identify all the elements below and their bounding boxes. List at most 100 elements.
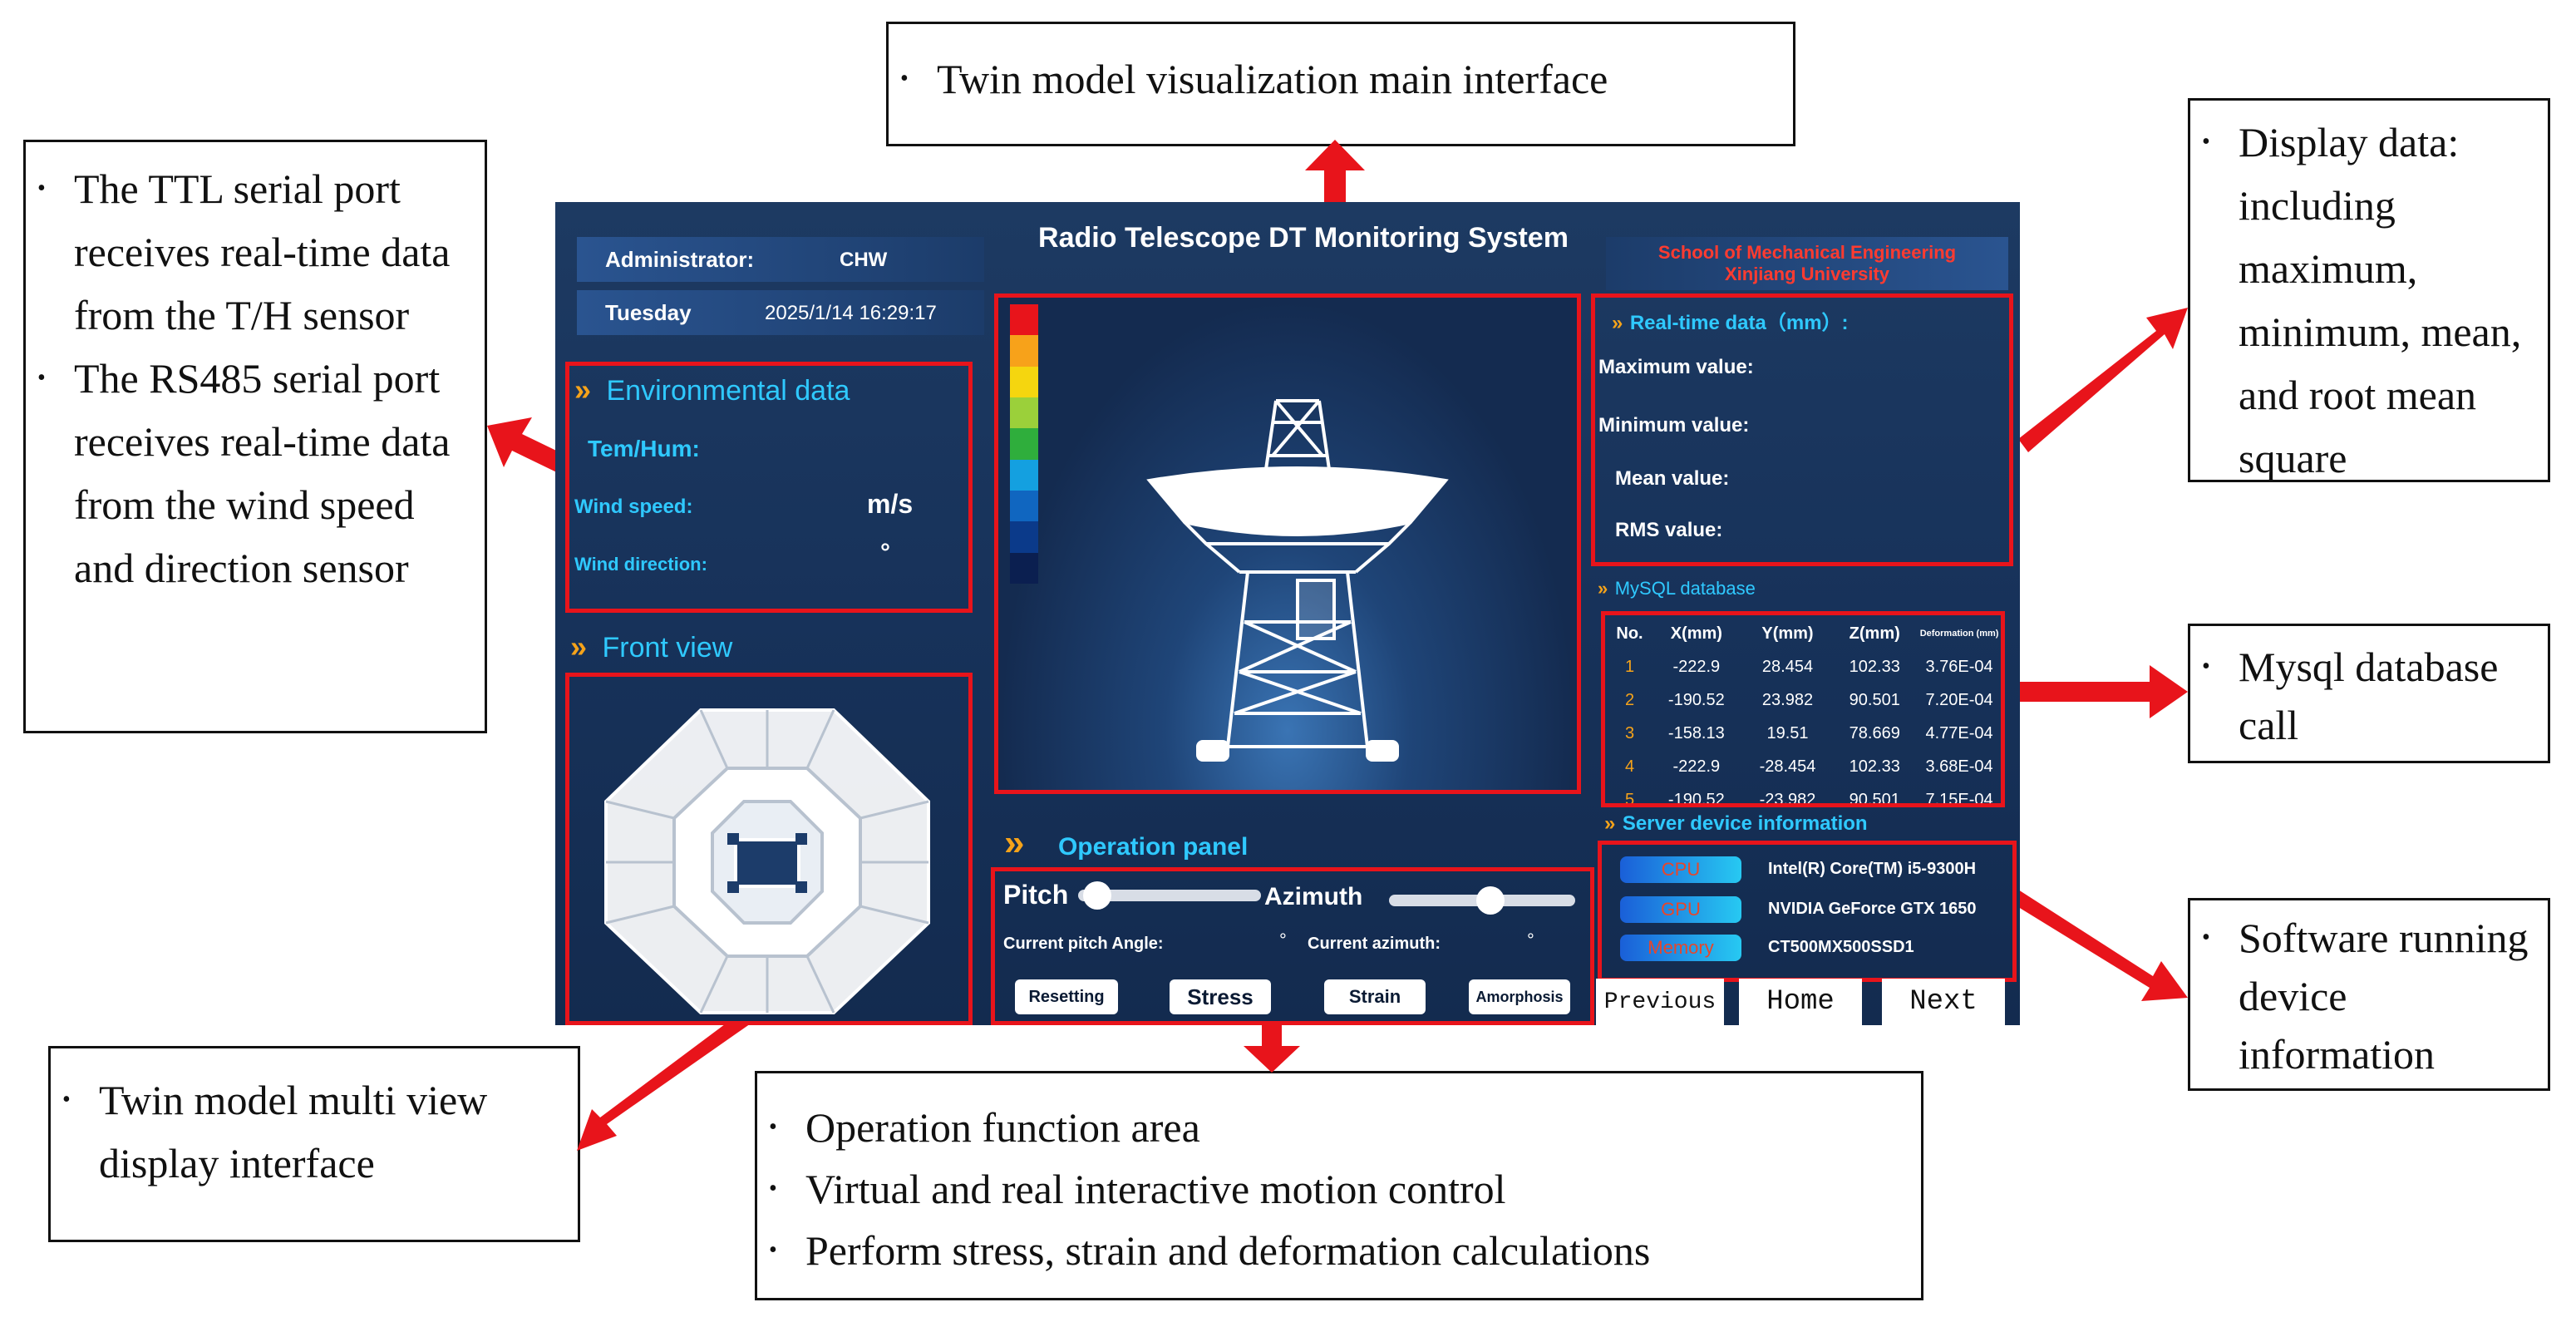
table-cell: 23.982 [1761, 690, 1814, 709]
system-title: Radio Telescope DT Monitoring System [1038, 222, 1569, 254]
mysql-table: No. X(mm) Y(mm) Z(mm) Deformation (mm) 1… [1608, 617, 2001, 807]
school-line1: School of Mechanical Engineering [1657, 242, 1957, 263]
chevron-double-right-icon: » [1598, 578, 1608, 599]
table-cell: 4.77E-04 [1925, 723, 1993, 742]
legend-color-swatch [1010, 335, 1038, 367]
table-cell: 90.501 [1849, 690, 1900, 709]
legend-color-swatch [1010, 397, 1038, 429]
amorphosis-button[interactable]: Amorphosis [1469, 979, 1570, 1014]
wind-direction-label: Wind direction: [574, 554, 707, 575]
table-cell: 7.20E-04 [1925, 690, 1993, 709]
col-no: No. [1616, 624, 1643, 643]
wind-speed-label: Wind speed: [574, 496, 693, 518]
legend-color-swatch [1010, 521, 1038, 553]
table-cell: 3.76E-04 [1925, 657, 1993, 676]
server-title: Server device information [1622, 812, 1868, 835]
current-pitch-label: Current pitch Angle: [1003, 935, 1164, 953]
env-title: Environmental data [606, 375, 850, 407]
admin-label: Administrator: [605, 247, 755, 272]
gpu-badge: GPU [1620, 896, 1741, 923]
azimuth-slider[interactable] [1389, 886, 1575, 915]
arrow-display [2018, 308, 2188, 452]
mysql-header-row: No. X(mm) Y(mm) Z(mm) Deformation (mm) [1608, 617, 2001, 650]
mysql-title: MySQL database [1614, 578, 1756, 599]
callout-operation-1: Operation function area [757, 1097, 1921, 1158]
stress-button[interactable]: Stress [1170, 979, 1271, 1014]
callout-operation-2: Virtual and real interactive motion cont… [757, 1158, 1921, 1220]
legend-color-swatch [1010, 366, 1038, 397]
col-z: Z(mm) [1849, 624, 1900, 643]
arrow-operation [1244, 1023, 1300, 1073]
legend-color-swatch [1010, 459, 1038, 491]
legend-color-swatch [1010, 490, 1038, 522]
row-number: 3 [1624, 723, 1635, 742]
callout-operation: Operation function area Virtual and real… [755, 1071, 1923, 1300]
pitch-label: Pitch [1003, 880, 1069, 910]
datetime-label: 2025/1/14 16:29:17 [765, 302, 937, 324]
server-header: » Server device information [1604, 812, 1868, 836]
arrow-mysql [2018, 665, 2188, 718]
dish-front-view-drawing [604, 708, 930, 1014]
col-y: Y(mm) [1761, 624, 1814, 643]
mean-value-label: Mean value: [1615, 467, 1730, 490]
realtime-header: » Real-time data（mm）: [1612, 306, 1849, 335]
max-value-label: Maximum value: [1598, 356, 1754, 378]
col-x: X(mm) [1670, 624, 1722, 643]
previous-button[interactable]: Previous [1596, 979, 1724, 1025]
cpu-value: Intel(R) Core(TM) i5-9300H [1768, 860, 1977, 878]
callout-mysql-text: Mysql database call [2190, 638, 2548, 754]
pitch-slider[interactable] [1078, 881, 1261, 910]
table-cell: 78.669 [1849, 723, 1900, 742]
operation-panel: Pitch Azimuth Current pitch Angle: ° Cur… [991, 867, 1594, 1025]
school-banner: School of Mechanical Engineering Xinjian… [1606, 237, 2008, 290]
azimuth-slider-thumb[interactable] [1475, 886, 1505, 915]
tem-hum-label: Tem/Hum: [588, 436, 700, 461]
server-info-panel: CPU Intel(R) Core(TM) i5-9300H GPU NVIDI… [1598, 841, 2017, 982]
rms-value-label: RMS value: [1615, 519, 1723, 541]
callout-multiview-text: Twin model multi view display interface [51, 1068, 569, 1195]
env-header: » Environmental data [574, 372, 850, 407]
gpu-value: NVIDIA GeForce GTX 1650 [1768, 900, 1977, 918]
date-bar: Tuesday 2025/1/14 16:29:17 [577, 290, 984, 335]
callout-software: Software running device information [2188, 898, 2550, 1091]
chevron-double-right-icon: » [570, 629, 588, 663]
table-cell: 7.15E-04 [1925, 790, 1993, 807]
environmental-panel: » Environmental data Tem/Hum: Wind speed… [565, 362, 973, 613]
admin-name: CHW [840, 249, 888, 271]
callout-sensor-rs485: The RS485 serial port receives real-time… [26, 347, 476, 599]
operation-title: Operation panel [1057, 833, 1249, 861]
resetting-button[interactable]: Resetting [1015, 979, 1118, 1014]
chevron-double-right-icon: » [1604, 812, 1616, 835]
callout-display-text: Display data: including maximum, minimum… [2190, 111, 2541, 490]
memory-value: CT500MX500SSD1 [1768, 938, 1914, 956]
wind-speed-unit: m/s [867, 489, 914, 519]
next-button[interactable]: Next [1882, 979, 2005, 1025]
home-button[interactable]: Home [1739, 979, 1862, 1025]
callout-main-text: Twin model visualization main interface [889, 56, 1793, 102]
color-legend-bar [1010, 304, 1038, 584]
table-cell: 102.33 [1849, 757, 1900, 776]
row-number: 2 [1624, 690, 1635, 709]
table-cell: 90.501 [1849, 790, 1900, 807]
callout-display-data: Display data: including maximum, minimum… [2188, 98, 2550, 482]
chevron-double-right-icon: » [1612, 312, 1623, 334]
legend-color-swatch [1010, 552, 1038, 584]
row-number: 1 [1624, 657, 1635, 676]
table-cell: -222.9 [1672, 757, 1721, 776]
cpu-badge: CPU [1620, 856, 1741, 883]
table-cell: 19.51 [1766, 723, 1809, 742]
table-cell: -190.52 [1667, 790, 1725, 807]
main-3d-view [994, 294, 1581, 794]
row-number: 5 [1624, 790, 1635, 807]
strain-button[interactable]: Strain [1324, 979, 1426, 1014]
pitch-slider-thumb[interactable] [1082, 881, 1111, 910]
col-deformation: Deformation (mm) [1919, 629, 1999, 639]
callout-sensor-ttl: The TTL serial port receives real-time d… [26, 157, 476, 347]
arrow-software [2012, 890, 2188, 1001]
wind-direction-unit: ° [880, 539, 890, 566]
